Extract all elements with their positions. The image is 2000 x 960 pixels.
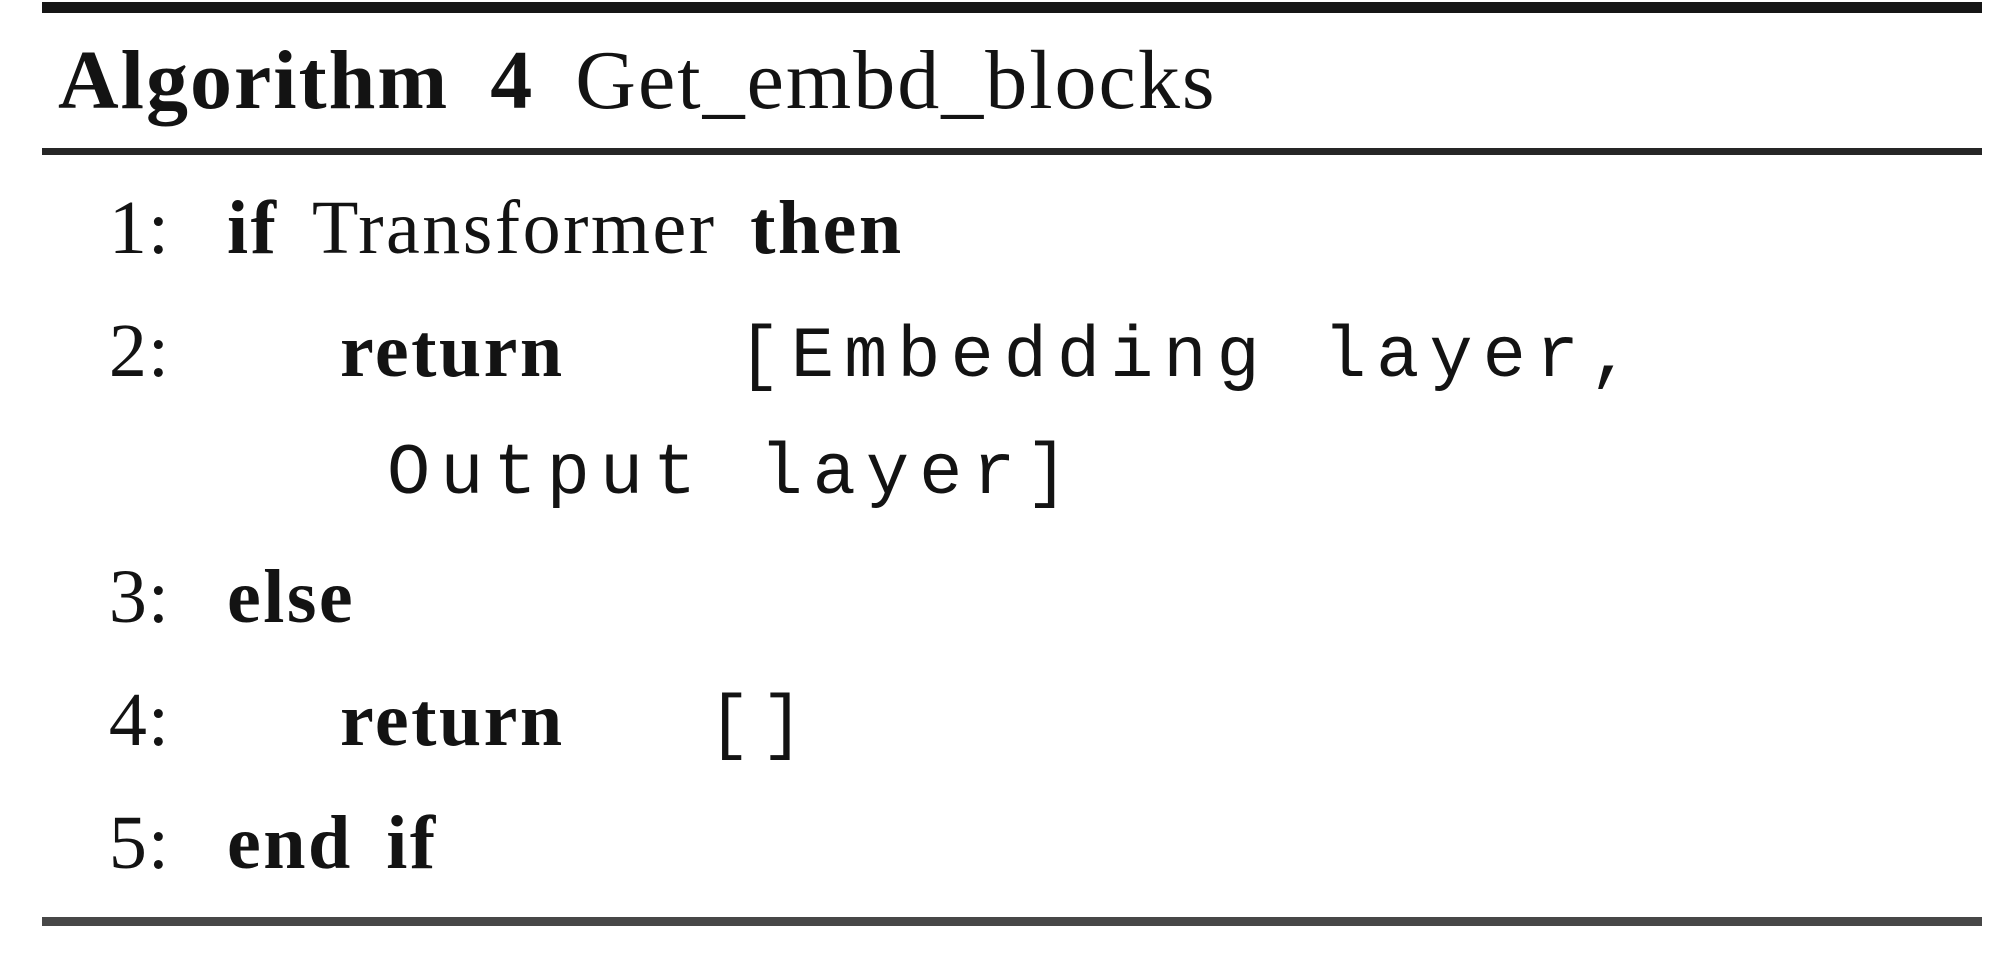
code-line-3: 3: else: [42, 536, 1982, 659]
code-line-2-continuation: Output layer]: [42, 413, 1982, 536]
code-line-4: 4: return []: [42, 659, 1982, 782]
title-space: [534, 34, 575, 127]
condition-text: Transformer: [311, 186, 717, 270]
keyword-endif: end if: [227, 801, 438, 885]
keyword-else: else: [227, 555, 356, 639]
algorithm-block: Algorithm 4 Get_embd_blocks 1: if Transf…: [42, 2, 1982, 926]
keyword-return: return: [340, 678, 565, 762]
algorithm-title: Algorithm 4 Get_embd_blocks: [42, 13, 1982, 148]
keyword-then: then: [750, 186, 904, 270]
word-space: [278, 167, 312, 290]
keyword-if: if: [227, 186, 279, 270]
line-number: 2:: [108, 309, 170, 393]
bottom-rule: [42, 917, 1982, 926]
algorithm-body: 1: if Transformer then 2: return [Embedd…: [42, 155, 1982, 905]
line-number: 3:: [108, 555, 170, 639]
code-text: []: [707, 685, 815, 767]
code-line-2: 2: return [Embedding layer,: [42, 290, 1982, 413]
code-text: [Embedding layer,: [737, 316, 1643, 398]
title-rule: [42, 148, 1982, 155]
keyword-return: return: [340, 309, 565, 393]
line-number: 5:: [108, 801, 170, 885]
algorithm-name: Get_embd_blocks: [575, 34, 1217, 127]
code-text: Output layer]: [387, 433, 1079, 515]
algorithm-label: Algorithm 4: [58, 34, 535, 127]
line-number: 4:: [108, 678, 170, 762]
word-space: [717, 167, 751, 290]
top-rule: [42, 2, 1982, 13]
line-number: 1:: [108, 186, 170, 270]
code-line-1: 1: if Transformer then: [42, 167, 1982, 290]
code-line-5: 5: end if: [42, 782, 1982, 905]
